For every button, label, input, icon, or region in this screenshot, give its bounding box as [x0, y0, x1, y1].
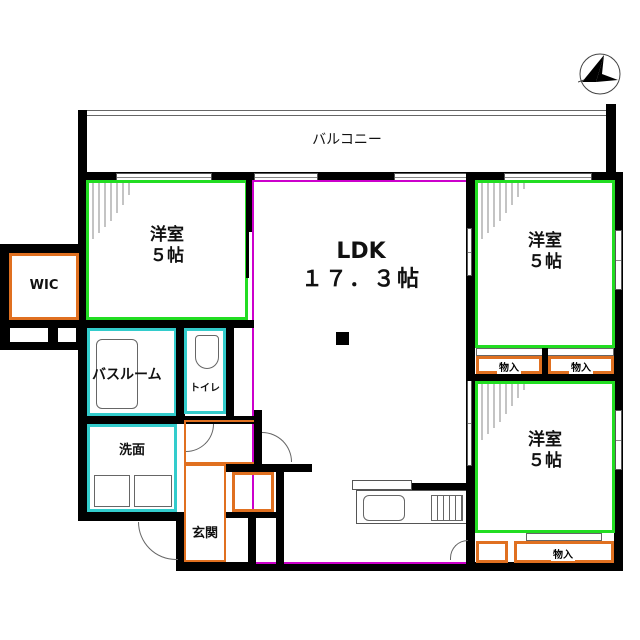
wall-entry-left — [176, 512, 185, 571]
toilet-icon — [195, 335, 219, 369]
wall-ldk-east — [466, 172, 475, 567]
washbasin-icon — [134, 475, 172, 507]
wall-bath-top — [78, 320, 254, 328]
kitchen-counter — [356, 490, 470, 524]
washroom-label: 洗面 — [118, 443, 145, 458]
storage-se-small[interactable] — [476, 541, 508, 563]
room-nw-name: 洋室 — [150, 225, 184, 245]
room-western-se[interactable]: 洋室 ５帖 — [475, 381, 615, 533]
wall-wash-bottom — [78, 512, 184, 521]
wall-wic-left — [0, 244, 9, 350]
wall-nw-ldk-2 — [246, 232, 249, 278]
room-nw-size: ５帖 — [150, 246, 184, 267]
room-western-nw[interactable]: 洋室 ５帖 — [86, 180, 248, 320]
entrance-label: 玄関 — [191, 526, 218, 541]
wall-top — [78, 172, 616, 182]
room-ne-size: ５帖 — [528, 252, 562, 273]
walk-in-closet[interactable]: WIC — [9, 253, 79, 320]
storage-se[interactable]: 物入 — [514, 541, 614, 563]
wall-balcony-left — [78, 110, 87, 330]
ceiling-marker-icon — [336, 332, 349, 345]
stove-icon — [431, 495, 463, 521]
window-ldk-east — [467, 228, 472, 276]
wall-bottom — [176, 562, 623, 571]
ldk-size: １７．３帖 — [300, 266, 421, 292]
wall-bath-toilet — [176, 320, 185, 420]
balcony: バルコニー — [86, 110, 608, 176]
window-ne-side — [615, 230, 622, 290]
entrance[interactable]: 玄関 — [184, 464, 226, 562]
bath-label: バスルーム — [92, 367, 162, 383]
wall-bath-bottom — [78, 416, 258, 424]
wall-wic-top — [0, 244, 87, 253]
room-ne-name: 洋室 — [528, 231, 562, 251]
wall-right — [614, 172, 623, 570]
window-se-side — [615, 410, 622, 470]
bathtub-icon — [96, 339, 138, 409]
room-bathroom[interactable]: バスルーム — [87, 328, 177, 416]
storage-ne-right[interactable]: 物入 — [548, 356, 614, 374]
storage-ne-left[interactable]: 物入 — [476, 356, 542, 374]
wall-hall-right — [254, 410, 262, 466]
wall-nw-ldk — [246, 172, 254, 232]
room-se-size: ５帖 — [528, 451, 562, 472]
room-se-name: 洋室 — [528, 430, 562, 450]
ldk-name: LDK — [336, 239, 386, 264]
washing-machine-icon — [94, 475, 130, 507]
door-front[interactable] — [138, 522, 178, 560]
room-washroom[interactable]: 洗面 — [87, 424, 177, 512]
sink-icon — [363, 495, 405, 521]
room-toilet[interactable]: トイレ — [184, 328, 226, 414]
shoe-cabinet[interactable] — [232, 472, 274, 512]
room-western-ne[interactable]: 洋室 ５帖 — [475, 180, 615, 348]
wall-ne-se — [466, 374, 623, 381]
wall-kitchen — [412, 483, 470, 490]
window-ldk-east-2 — [467, 380, 472, 466]
balcony-label: バルコニー — [312, 132, 382, 148]
toilet-label: トイレ — [190, 383, 220, 394]
wall-toilet-right — [226, 320, 234, 420]
closet-hatch — [92, 183, 130, 239]
wall-balcony-right — [606, 104, 616, 180]
wall-hall-shelf — [224, 464, 312, 472]
wic-label: WIC — [29, 278, 59, 293]
north-arrow-icon — [577, 52, 622, 96]
